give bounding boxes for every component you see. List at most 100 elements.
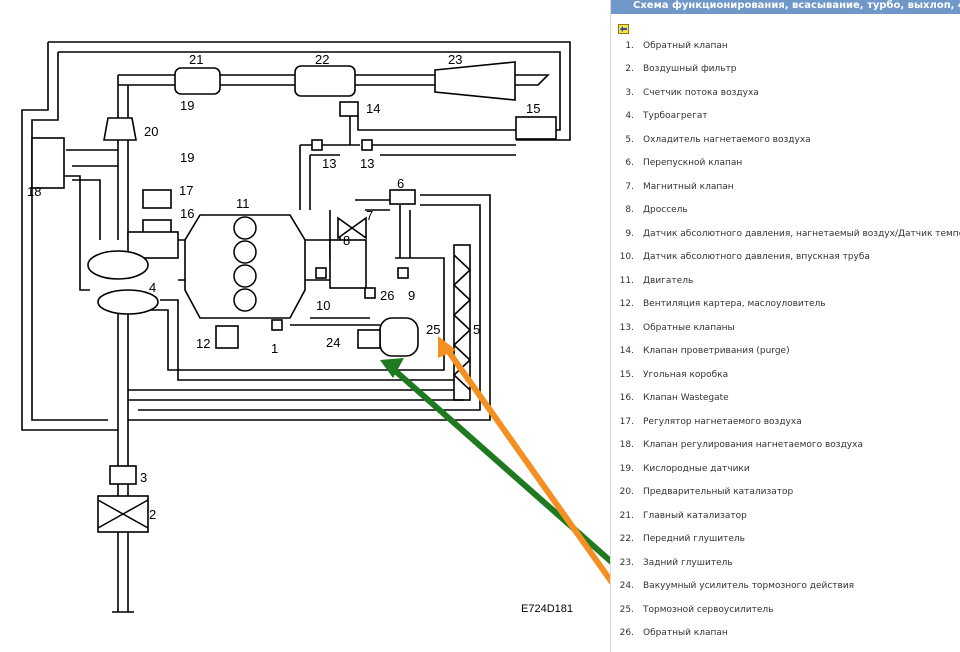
legend-number: 2. xyxy=(625,64,634,75)
legend-number: 11. xyxy=(619,275,634,286)
legend-label: Главный катализатор xyxy=(643,510,747,521)
label-15: 15 xyxy=(526,101,540,116)
purge-valve xyxy=(339,101,359,117)
legend-item[interactable]: 6. Перепускной клапан xyxy=(611,152,960,176)
legend-label: Перепускной клапан xyxy=(643,158,743,169)
legend-item[interactable]: 7.Магнитный клапан xyxy=(611,175,960,199)
legend-item[interactable]: 25.Тормозной сервоусилитель xyxy=(611,598,960,622)
legend-label: Вентиляция картера, маслоуловитель xyxy=(643,299,826,310)
arrow-left-icon[interactable] xyxy=(618,24,629,34)
legend-number: 8. xyxy=(625,205,634,216)
pointer-arrows xyxy=(380,336,610,585)
legend-label: Тормозной сервоусилитель xyxy=(643,604,774,615)
check-valve-13a xyxy=(311,139,323,151)
boost-regulator xyxy=(142,189,172,209)
legend-number: 5. xyxy=(625,134,634,145)
label-17: 17 xyxy=(179,183,193,198)
label-21: 21 xyxy=(189,52,203,67)
label-12: 12 xyxy=(196,336,210,351)
legend-item[interactable]: 3.Счетчик потока воздуха xyxy=(611,81,960,105)
legend-item[interactable]: 11.Двигатель xyxy=(611,269,960,293)
legend-item[interactable]: 16.Клапан Wastegate xyxy=(611,387,960,411)
rear-muffler xyxy=(434,61,516,101)
legend-number: 4. xyxy=(625,111,634,122)
legend-item[interactable]: 9.Датчик абсолютного давления, нагнетаем… xyxy=(611,222,960,246)
carbon-canister xyxy=(515,116,557,140)
legend-number: 17. xyxy=(619,416,634,427)
label-7: 7 xyxy=(366,208,373,223)
legend-item[interactable]: 22. Передний глушитель xyxy=(611,528,960,552)
legend-label: Дроссель xyxy=(643,205,688,216)
label-13b: 13 xyxy=(360,156,374,171)
legend-label: Счетчик потока воздуха xyxy=(643,87,759,98)
panel-title: Схема функционирования, всасывание, турб… xyxy=(611,0,960,14)
legend-number: 23. xyxy=(619,557,634,568)
air-flow-meter xyxy=(109,465,137,485)
legend-item[interactable]: 14.Клапан проветривания (purge) xyxy=(611,340,960,364)
label-26: 26 xyxy=(380,288,394,303)
legend-item[interactable]: 12. Вентиляция картера, маслоуловитель xyxy=(611,293,960,317)
green-pointer-head xyxy=(380,358,404,378)
legend-label: Датчик абсолютного давления, впускная тр… xyxy=(643,252,870,263)
brake-master xyxy=(357,329,381,349)
legend-item[interactable]: 10. Датчик абсолютного давления, впускная… xyxy=(611,246,960,270)
orange-pointer-line xyxy=(441,343,610,585)
legend-label: Передний глушитель xyxy=(643,534,745,545)
legend-item[interactable]: 5. Охладитель нагнетаемого воздуха xyxy=(611,128,960,152)
label-19b: 19 xyxy=(180,150,194,165)
legend-item[interactable]: 21. Главный катализатор xyxy=(611,504,960,528)
legend-label: Предварительный катализатор xyxy=(643,487,794,498)
legend-item[interactable]: 24.Вакуумный усилитель тормозного действ… xyxy=(611,575,960,599)
legend-item[interactable]: 2.Воздушный фильтр xyxy=(611,58,960,82)
legend-label: Обратный клапан xyxy=(643,40,728,51)
legend-label: Обратный клапан xyxy=(643,628,728,639)
legend-label: Клапан регулирования нагнетаемого воздух… xyxy=(643,440,863,451)
legend-number: 7. xyxy=(625,181,634,192)
label-19a: 19 xyxy=(180,98,194,113)
throttle-body xyxy=(329,239,367,289)
label-14: 14 xyxy=(366,101,380,116)
label-23: 23 xyxy=(448,52,462,67)
legend-number: 18. xyxy=(619,440,634,451)
label-16: 16 xyxy=(180,206,194,221)
orange-pointer-head xyxy=(438,336,456,358)
solenoid-valve xyxy=(337,216,367,240)
diagram-code: E724D181 xyxy=(521,603,573,615)
boost-control-valve xyxy=(31,137,65,189)
front-muffler xyxy=(294,65,356,97)
label-3: 3 xyxy=(140,470,147,485)
turbo-turbine xyxy=(97,289,159,315)
brake-booster xyxy=(379,317,419,357)
engine-block xyxy=(184,214,306,319)
legend-label: Охладитель нагнетаемого воздуха xyxy=(643,134,811,145)
legend-item[interactable]: 8. Дроссель xyxy=(611,199,960,223)
crankcase-separator xyxy=(215,325,239,349)
legend-number: 21. xyxy=(619,510,634,521)
legend-item[interactable]: 18. Клапан регулирования нагнетаемого воз… xyxy=(611,434,960,458)
label-20: 20 xyxy=(144,124,158,139)
label-10: 10 xyxy=(316,298,330,313)
legend-item[interactable]: 4.Турбоагрегат xyxy=(611,105,960,129)
legend-number: 12. xyxy=(619,299,634,310)
legend-label: Регулятор нагнетаемого воздуха xyxy=(643,416,802,427)
legend-item[interactable]: 23.Задний глушитель xyxy=(611,551,960,575)
legend-item[interactable]: 17. Регулятор нагнетаемого воздуха xyxy=(611,410,960,434)
legend-item[interactable]: 19. Кислородные датчики xyxy=(611,457,960,481)
legend-item[interactable]: 15.Угольная коробка xyxy=(611,363,960,387)
legend-item[interactable]: 1.Обратный клапан xyxy=(611,34,960,58)
legend-number: 10. xyxy=(619,252,634,263)
legend-label: Кислородные датчики xyxy=(643,463,750,474)
legend-item[interactable]: 13.Обратные клапаны xyxy=(611,316,960,340)
schematic-diagram: 1 2 3 4 5 6 7 8 9 10 11 12 13 13 14 15 1… xyxy=(21,41,610,615)
legend-label: Клапан Wastegate xyxy=(643,393,729,404)
legend-label: Датчик абсолютного давления, нагнетаемый… xyxy=(643,228,960,239)
label-25: 25 xyxy=(426,322,440,337)
legend-item[interactable]: 20.Предварительный катализатор xyxy=(611,481,960,505)
legend-label: Угольная коробка xyxy=(643,369,729,380)
legend-number: 22. xyxy=(619,534,634,545)
legend-number: 6. xyxy=(625,158,634,169)
legend-item[interactable]: 26.Обратный клапан xyxy=(611,622,960,646)
label-18: 18 xyxy=(27,184,41,199)
legend-number: 19. xyxy=(619,463,634,474)
turbo-compressor xyxy=(87,250,149,280)
